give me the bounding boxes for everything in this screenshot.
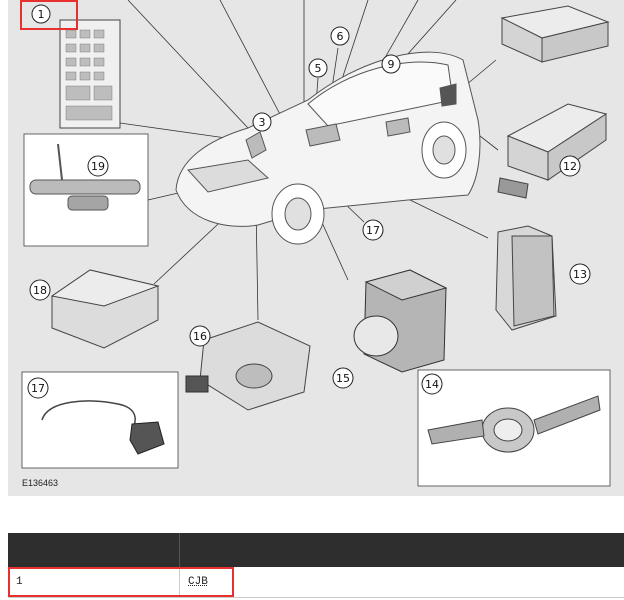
callout-3[interactable]: 3: [252, 112, 272, 132]
callout-1-label: 1: [38, 8, 45, 21]
callout-5[interactable]: 5: [308, 58, 328, 78]
callout-15-label: 15: [336, 372, 350, 385]
column-header-item: Item: [8, 533, 180, 567]
callout-13-label: 13: [573, 268, 587, 281]
callout-13[interactable]: 13: [569, 263, 591, 285]
figure-reference: E136463: [22, 478, 59, 488]
steering-rack: [29, 143, 141, 211]
callout-15[interactable]: 15: [332, 367, 354, 389]
parts-table: Item Description 1 CJB: [8, 533, 624, 598]
control-module-top-right: [500, 5, 610, 63]
callout-18[interactable]: 18: [29, 279, 51, 301]
table-row: 1 CJB: [8, 567, 624, 598]
control-module-13: [495, 225, 557, 331]
callout-1[interactable]: 1: [31, 4, 51, 24]
row-item-number: 1: [8, 567, 180, 598]
callout-14-label: 14: [425, 378, 439, 391]
cjb-fuse-box: [59, 19, 121, 129]
callout-9[interactable]: 9: [381, 54, 401, 74]
diagram-panel: 1 3 5 6 9 12 13 14 15 16 17 17 18 19 E13…: [8, 0, 624, 496]
callout-5-label: 5: [315, 62, 322, 75]
callout-12-label: 12: [563, 160, 577, 173]
vehicle-illustration: [175, 51, 481, 245]
table-row-highlight: [8, 567, 234, 597]
callout-16[interactable]: 16: [189, 325, 211, 347]
callout-3-label: 3: [259, 116, 266, 129]
abs-module-15: [353, 269, 448, 373]
steering-column-switch: [427, 395, 601, 453]
sensor-harness: [41, 400, 165, 455]
callout-1-highlight: [20, 0, 78, 30]
control-module-12: [497, 103, 608, 199]
callout-19-label: 19: [91, 160, 105, 173]
control-module-18: [50, 269, 160, 349]
callout-17-main[interactable]: 17: [362, 219, 384, 241]
callout-12[interactable]: 12: [559, 155, 581, 177]
callout-17-inset-label: 17: [31, 382, 45, 395]
actuator-16: [185, 321, 311, 411]
cjb-link[interactable]: CJB: [188, 576, 208, 588]
callout-6[interactable]: 6: [330, 26, 350, 46]
callout-17-main-label: 17: [366, 224, 380, 237]
callout-6-label: 6: [337, 30, 344, 43]
column-header-description: Description: [179, 533, 624, 567]
callout-18-label: 18: [33, 284, 47, 297]
component-location-diagram: 1 3 5 6 9 12 13 14 15 16 17 17 18 19: [21, 0, 611, 487]
callout-14[interactable]: 14: [421, 373, 443, 395]
row-description-cell: CJB: [179, 567, 624, 598]
callout-9-label: 9: [388, 58, 395, 71]
callout-16-label: 16: [193, 330, 207, 343]
table-header-row: Item Description: [8, 533, 624, 567]
callout-17-inset[interactable]: 17: [27, 377, 49, 399]
callout-19[interactable]: 19: [87, 155, 109, 177]
